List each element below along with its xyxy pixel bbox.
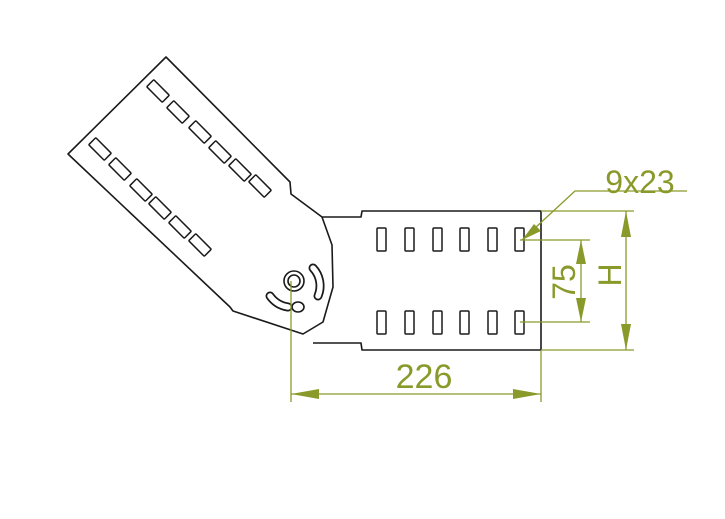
slot: [188, 120, 212, 144]
pivot-joint: [262, 255, 325, 313]
slot: [432, 310, 443, 335]
arrowhead: [291, 389, 319, 399]
slot: [404, 227, 415, 252]
pivot-bolt-outer: [283, 270, 305, 292]
slot: [148, 196, 172, 220]
slot: [376, 310, 387, 335]
slot: [108, 157, 132, 181]
arrowhead: [621, 211, 631, 237]
straight-slot-row-lower: [376, 310, 525, 335]
slot: [168, 215, 192, 239]
angled-slot-row-upper: [146, 79, 272, 198]
slot: [404, 310, 415, 335]
slot: [248, 174, 272, 198]
straight-plate: [313, 210, 542, 351]
angled-plate-outline: [67, 56, 334, 335]
slot: [88, 137, 112, 161]
dimension-annotations: 226 H 75 9x23: [290, 164, 687, 402]
slot: [208, 140, 232, 164]
lock-bolt: [291, 301, 305, 313]
slot: [146, 79, 170, 103]
pivot-bolt-inner: [287, 274, 301, 288]
width-dimension-label: 226: [396, 358, 453, 396]
slot: [228, 158, 252, 182]
arrowhead: [513, 389, 541, 399]
slot-size-leader: [521, 190, 687, 241]
slot: [166, 100, 190, 124]
slot-size-label: 9x23: [605, 164, 674, 200]
slot: [129, 178, 153, 202]
slot: [376, 227, 387, 252]
height-dimension-label: H: [592, 263, 628, 286]
arrowhead: [621, 324, 631, 350]
straight-plate-outline: [313, 210, 542, 351]
angled-plate: [67, 56, 334, 335]
slot: [487, 310, 498, 335]
arrowhead: [522, 224, 541, 240]
arrowhead: [576, 240, 586, 264]
slot: [459, 227, 470, 252]
slot-spacing-dimension-label: 75: [546, 264, 582, 300]
angled-slot-row-lower: [88, 137, 212, 257]
slot: [459, 310, 470, 335]
arrowhead: [576, 298, 586, 322]
slot: [188, 233, 212, 257]
straight-slot-row-upper: [376, 227, 525, 252]
slot: [432, 227, 443, 252]
slot: [487, 227, 498, 252]
